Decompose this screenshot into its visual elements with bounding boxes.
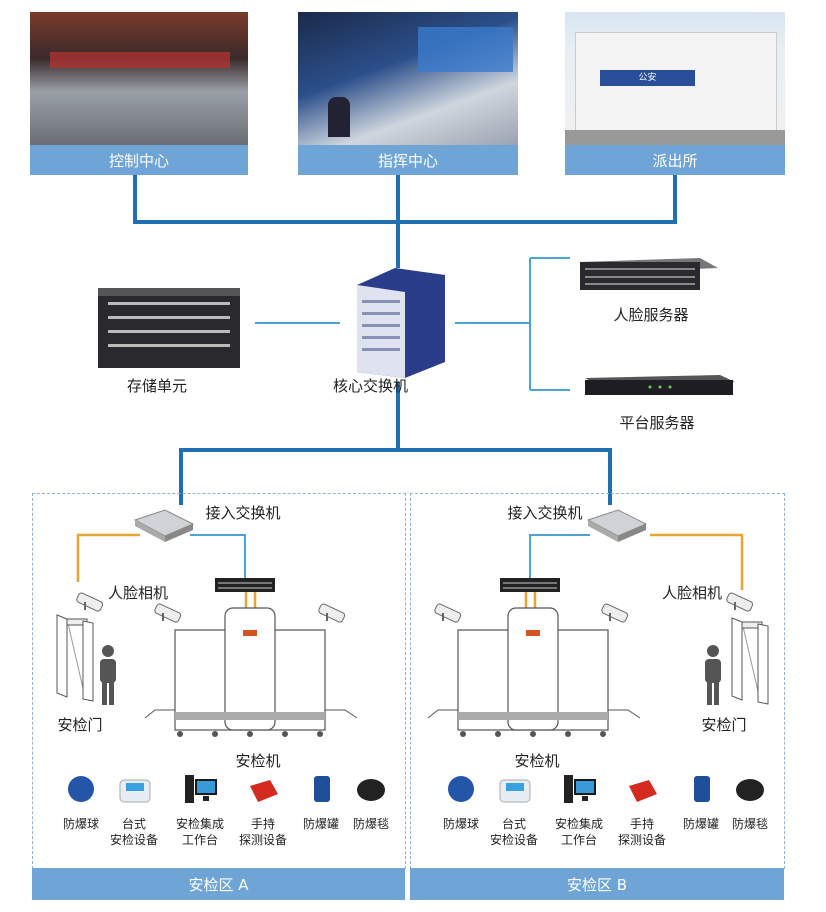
trunk-top (133, 175, 677, 224)
explosion-ball-label: 防爆球 (63, 816, 99, 832)
equipment-label-line2: 探测设备 (238, 833, 288, 847)
equipment-label-line1: 安检集成 (554, 817, 604, 831)
trunk-zone-a (179, 382, 400, 505)
handheld-detector-icon (625, 772, 659, 810)
explosion-blanket-label: 防爆毯 (732, 816, 768, 832)
control-center-photo (30, 12, 248, 145)
equipment-label-line1: 台式 (121, 817, 147, 831)
zone-a-label: 安检区 A (32, 868, 405, 900)
zone-a-access-switch-label: 接入交换机 (205, 504, 281, 522)
command-center-photo (298, 12, 518, 145)
handheld-detector-icon (246, 772, 280, 810)
equipment-label-line1: 手持 (629, 817, 655, 831)
zone-a-camera-link (76, 533, 140, 582)
zone-a-gate-icon (56, 614, 94, 702)
explosion-blanket-label: 防爆毯 (353, 816, 389, 832)
control-center-label: 控制中心 (30, 145, 248, 175)
desktop-detector-label: 台式安检设备 (490, 816, 538, 848)
zone-b-gate-icon (731, 617, 769, 705)
explosion-ball-icon (444, 772, 478, 810)
platform-server-icon (585, 375, 735, 395)
zone-b-camera-icon (599, 602, 630, 625)
server-links (455, 257, 570, 391)
equipment-label-line1: 防爆球 (442, 817, 480, 831)
explosion-can-label: 防爆罐 (683, 816, 719, 832)
storage-unit-icon (98, 288, 240, 368)
face-server-icon (580, 258, 718, 290)
equipment-label-line1: 防爆罐 (302, 817, 340, 831)
equipment-label-line2: 工作台 (181, 833, 219, 847)
zone-b-access-switch-label: 接入交换机 (507, 504, 583, 522)
explosion-can-label: 防爆罐 (303, 816, 339, 832)
core-switch-icon (357, 268, 445, 378)
zone-b-access-switch-icon (587, 509, 647, 543)
equipment-label-line1: 手持 (250, 817, 276, 831)
command-center-label: 指挥中心 (298, 145, 518, 175)
zone-a-machine-label: 安检机 (235, 752, 281, 770)
zone-b-recorder-link (529, 534, 590, 578)
zone-b-camera-link (650, 533, 744, 590)
zone-a-access-switch-icon (134, 509, 194, 543)
trunk-zone-b (398, 448, 612, 505)
zone-a-recorder-link (190, 534, 246, 578)
zone-b-face-camera-label: 人脸相机 (661, 584, 723, 602)
desktop-detector-label: 台式安检设备 (110, 816, 158, 848)
equipment-label-line1: 防爆球 (62, 817, 100, 831)
equipment-label-line1: 台式 (501, 817, 527, 831)
zone-a-person-icon (100, 645, 116, 705)
equipment-label-line2: 安检设备 (489, 833, 539, 847)
handheld-detector-label: 手持探测设备 (618, 816, 666, 848)
workstation-icon (562, 772, 596, 810)
zone-a-camera-icon (152, 602, 183, 625)
police-station-label: 派出所 (565, 145, 785, 175)
zone-b-camera-icon (432, 602, 463, 625)
workstation-icon (183, 772, 217, 810)
zone-a-face-camera-icon (74, 591, 105, 614)
desktop-detector-icon (497, 772, 531, 810)
storage-label: 存储单元 (126, 377, 188, 395)
zone-b-recorder-icon (500, 578, 560, 592)
explosion-ball-label: 防爆球 (443, 816, 479, 832)
core-switch-label: 核心交换机 (333, 377, 409, 395)
handheld-detector-label: 手持探测设备 (239, 816, 287, 848)
explosion-blanket-icon (354, 772, 388, 810)
equipment-label-line2: 工作台 (560, 833, 598, 847)
zone-a-gate-label: 安检门 (57, 716, 103, 734)
zone-b-person-icon (705, 645, 721, 705)
police-sign: 公安 (600, 70, 695, 86)
equipment-label-line1: 防爆罐 (682, 817, 720, 831)
police-station-photo: 公安 (565, 12, 785, 145)
platform-server-label: 平台服务器 (619, 414, 695, 432)
zone-a-xray-machine-icon (144, 607, 358, 738)
workstation-label: 安检集成工作台 (555, 816, 603, 848)
workstation-label: 安检集成工作台 (176, 816, 224, 848)
zone-a-xray-link (244, 592, 257, 608)
explosion-can-icon (684, 772, 718, 810)
desktop-detector-icon (117, 772, 151, 810)
zone-b-label: 安检区 B (410, 868, 784, 900)
zone-b-machine-label: 安检机 (514, 752, 560, 770)
explosion-blanket-icon (733, 772, 767, 810)
explosion-ball-icon (64, 772, 98, 810)
explosion-can-icon (304, 772, 338, 810)
equipment-label-line2: 探测设备 (617, 833, 667, 847)
zone-b-xray-machine-icon (427, 607, 641, 738)
face-server-label: 人脸服务器 (613, 306, 689, 324)
equipment-label-line1: 防爆毯 (352, 817, 390, 831)
zone-b-gate-label: 安检门 (701, 716, 747, 734)
zone-b-xray-link (524, 592, 537, 608)
zone-a-camera-icon (316, 602, 347, 625)
equipment-label-line1: 安检集成 (175, 817, 225, 831)
zone-a-recorder-icon (215, 578, 275, 592)
zone-a-face-camera-label: 人脸相机 (107, 584, 169, 602)
equipment-label-line1: 防爆毯 (731, 817, 769, 831)
equipment-label-line2: 安检设备 (109, 833, 159, 847)
zone-b-face-camera-icon (724, 591, 755, 614)
